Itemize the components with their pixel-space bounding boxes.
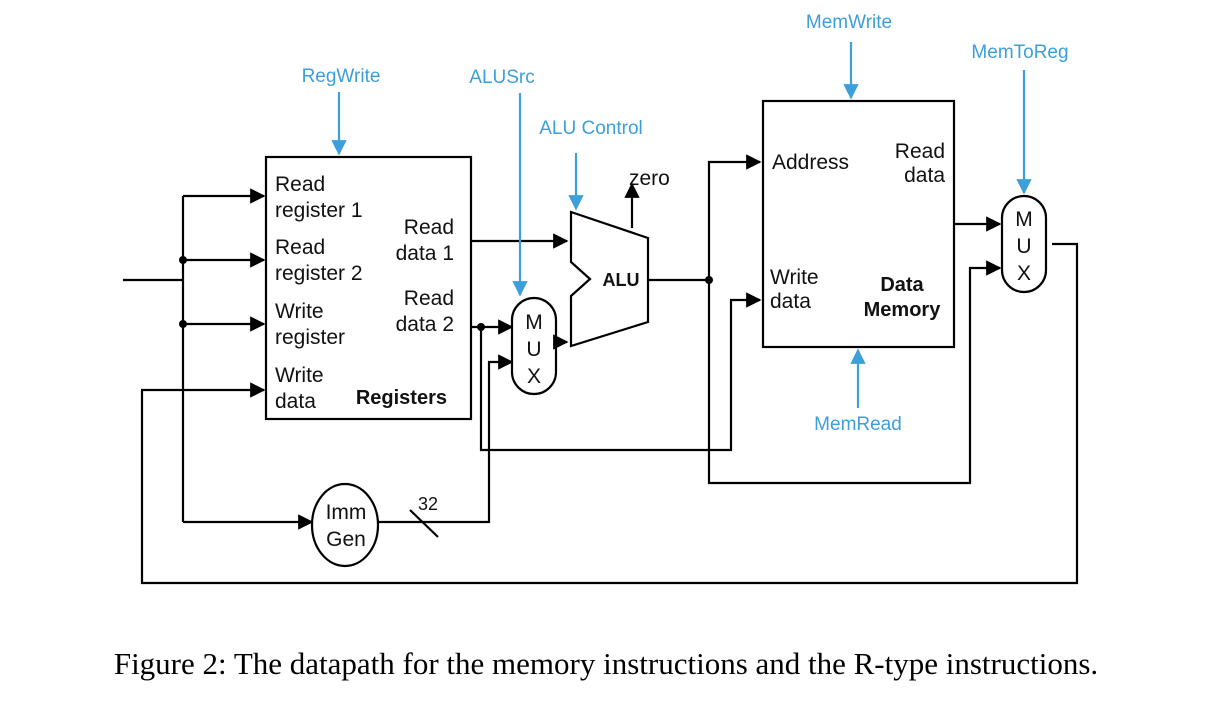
zero-label: zero: [629, 167, 670, 190]
immediate-output-wire: 32: [378, 494, 439, 538]
svg-text:U: U: [1016, 235, 1031, 258]
instruction-input-wires: [123, 188, 314, 530]
alu-result-wires: [648, 154, 1002, 485]
bus-width-label: 32: [418, 494, 438, 514]
memtoreg-mux-letter-x: X: [1017, 262, 1031, 285]
immediate-to-mux-wire: [406, 354, 514, 524]
read-register-1-label-b: register 1: [275, 199, 363, 222]
read-register-2-label-b: register 2: [275, 262, 363, 285]
svg-text:32: 32: [418, 494, 438, 514]
svg-text:X: X: [1017, 262, 1031, 285]
svg-text:Gen: Gen: [326, 528, 366, 551]
alusrc-signal: ALUSrc: [469, 67, 535, 297]
write-back-wire: [140, 242, 1079, 585]
svg-text:Imm: Imm: [326, 501, 367, 524]
svg-text:U: U: [526, 338, 541, 361]
svg-text:MemWrite: MemWrite: [806, 12, 892, 33]
alu-control-signal: ALU Control: [539, 118, 643, 211]
svg-text:M: M: [1015, 208, 1033, 231]
svg-text:ALU: ALU: [603, 270, 640, 290]
address-label: Address: [772, 151, 849, 174]
regwrite-signal: RegWrite: [302, 66, 381, 156]
registers-title: Registers: [356, 387, 447, 409]
svg-text:Read: Read: [275, 236, 325, 259]
alusrc-mux: M U X: [510, 296, 558, 396]
alu-label: ALU: [603, 270, 640, 290]
read-data-2-label-b: data 2: [396, 313, 454, 336]
svg-text:MemRead: MemRead: [814, 414, 902, 435]
svg-text:Memory: Memory: [864, 299, 942, 321]
svg-text:data 1: data 1: [396, 242, 454, 265]
memtoreg-mux-letter-u: U: [1016, 235, 1031, 258]
alusrc-mux-letter-m: M: [525, 311, 543, 334]
datapath-diagram: Read register 1 Read register 2 Write re…: [123, 12, 1079, 585]
alusrc-label: ALUSrc: [469, 67, 534, 88]
svg-text:register 1: register 1: [275, 199, 363, 222]
svg-text:register 2: register 2: [275, 262, 363, 285]
imm-gen-label-b: Gen: [326, 528, 366, 551]
register-file: Read register 1 Read register 2 Write re…: [264, 155, 473, 421]
svg-text:X: X: [527, 365, 541, 388]
svg-text:data 2: data 2: [396, 313, 454, 336]
read-data-2-label-a: Read: [404, 287, 454, 310]
write-data-label-b: data: [275, 390, 316, 413]
svg-text:Write: Write: [770, 266, 819, 289]
memtoreg-signal: MemToReg: [971, 42, 1069, 195]
alu-control-label: ALU Control: [539, 118, 643, 139]
svg-text:Address: Address: [772, 151, 849, 174]
mem-read-data-label-b: data: [904, 164, 945, 187]
svg-text:Read: Read: [895, 140, 945, 163]
memwrite-label: MemWrite: [806, 12, 892, 33]
svg-text:data: data: [770, 290, 811, 313]
read-data-1-label-a: Read: [404, 216, 454, 239]
svg-text:Registers: Registers: [356, 387, 447, 409]
read-register-1-label-a: Read: [275, 173, 325, 196]
svg-text:Read: Read: [275, 173, 325, 196]
svg-text:Data: Data: [880, 274, 924, 296]
write-data-label-a: Write: [275, 364, 324, 387]
svg-text:data: data: [275, 390, 316, 413]
svg-text:zero: zero: [629, 167, 670, 190]
write-register-label-b: register: [275, 326, 345, 349]
memwrite-signal: MemWrite: [806, 12, 892, 100]
svg-text:register: register: [275, 326, 345, 349]
mem-write-data-label-b: data: [770, 290, 811, 313]
data-memory-title-b: Memory: [864, 299, 942, 321]
svg-text:ALUSrc: ALUSrc: [469, 67, 534, 88]
read-data-1-label-b: data 1: [396, 242, 454, 265]
regwrite-label: RegWrite: [302, 66, 381, 87]
svg-text:MemToReg: MemToReg: [971, 42, 1068, 63]
svg-text:data: data: [904, 164, 945, 187]
mem-read-data-label-a: Read: [895, 140, 945, 163]
svg-text:ALU Control: ALU Control: [539, 118, 643, 139]
memread-label: MemRead: [814, 414, 902, 435]
memtoreg-mux-letter-m: M: [1015, 208, 1033, 231]
memtoreg-mux: M U X: [1000, 194, 1048, 294]
data-memory: Address Read data Write data Data Memory: [761, 99, 956, 349]
svg-text:M: M: [525, 311, 543, 334]
data-memory-title-a: Data: [880, 274, 924, 296]
svg-text:Read: Read: [404, 287, 454, 310]
mem-write-data-label-a: Write: [770, 266, 819, 289]
memtoreg-label: MemToReg: [971, 42, 1068, 63]
read-register-2-label-a: Read: [275, 236, 325, 259]
zero-output: zero: [624, 167, 670, 228]
figure-caption: Figure 2: The datapath for the memory in…: [113, 646, 1099, 681]
svg-text:Read: Read: [404, 216, 454, 239]
alu: ALU: [569, 210, 650, 348]
svg-text:Write: Write: [275, 300, 324, 323]
alusrc-mux-letter-x: X: [527, 365, 541, 388]
memread-signal: MemRead: [814, 348, 902, 435]
svg-text:RegWrite: RegWrite: [302, 66, 381, 87]
imm-gen: Imm Gen: [310, 482, 380, 568]
alusrc-mux-letter-u: U: [526, 338, 541, 361]
svg-text:Write: Write: [275, 364, 324, 387]
write-register-label-a: Write: [275, 300, 324, 323]
imm-gen-label-a: Imm: [326, 501, 367, 524]
